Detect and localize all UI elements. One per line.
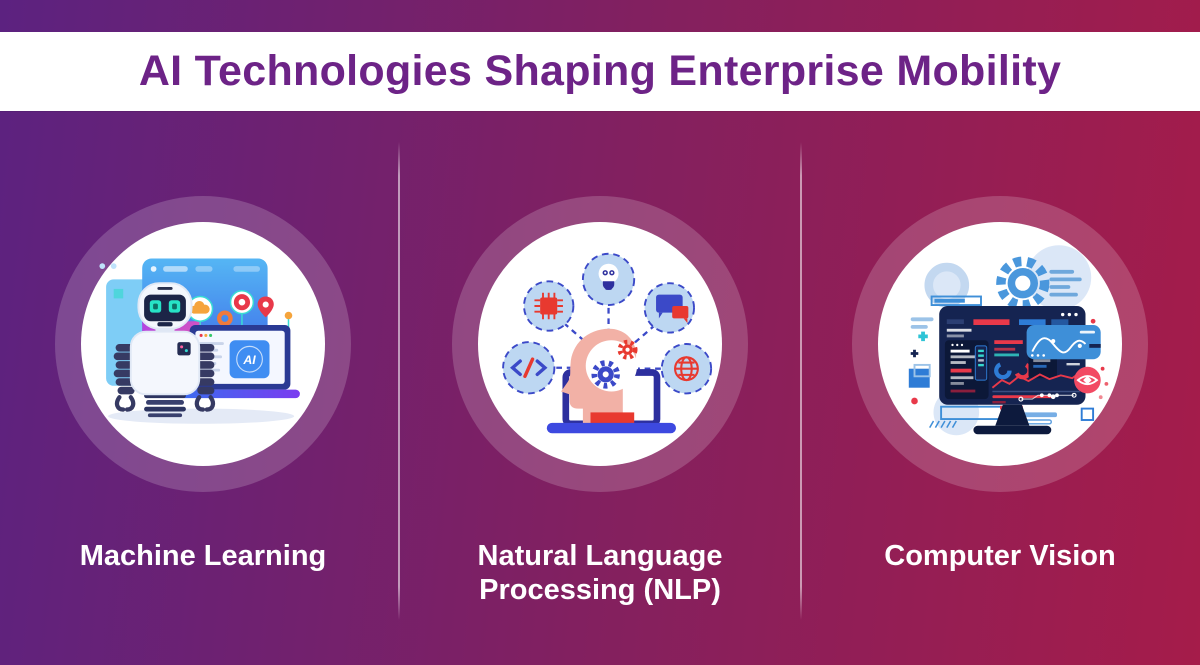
robot-head [137, 282, 193, 330]
section-nlp-circle [452, 196, 748, 492]
head-silhouette [561, 328, 638, 425]
nlp-head-gears-icon [502, 252, 713, 434]
monitor-stand [973, 404, 1052, 435]
machine-learning-disc: AI [81, 222, 325, 466]
section-label-nlp: Natural Language Processing (NLP) [477, 540, 723, 606]
section-divider [398, 142, 400, 620]
vision-eye-icon [1074, 366, 1101, 394]
nlp-disc [478, 222, 722, 466]
laptop: AI [180, 325, 300, 399]
computer-vision-dashboard-icon [908, 245, 1109, 436]
section-computer-vision-circle [852, 196, 1148, 492]
code-bubble [502, 341, 556, 395]
curve-card [1026, 325, 1101, 360]
search-bar [930, 295, 982, 306]
chat-bubble [643, 282, 695, 334]
globe-bubble [660, 343, 713, 395]
ground-shadow [108, 408, 295, 424]
gear-icon [996, 256, 1050, 310]
ring-shape [924, 262, 970, 308]
location-pin-icon [257, 296, 274, 318]
circuit-trace [1018, 392, 1077, 402]
laptop-base [546, 422, 676, 434]
page-title: AI Technologies Shaping Enterprise Mobil… [138, 47, 1062, 95]
ai-chip-text: AI [242, 353, 256, 367]
donut-icon [229, 290, 255, 315]
machine-learning-robot-icon: AI [99, 258, 300, 424]
text-lines [1049, 269, 1082, 297]
cloud-icon [187, 295, 214, 322]
blue-gear [591, 360, 620, 389]
section-machine-learning-circle: AI [55, 196, 351, 492]
section-label-machine-learning: Machine Learning [79, 540, 327, 572]
lightbulb-bubble [581, 252, 636, 306]
gauge-icon [217, 310, 233, 327]
robot [113, 282, 216, 418]
title-banner: AI Technologies Shaping Enterprise Mobil… [0, 32, 1200, 111]
sidebar-panel [944, 340, 989, 400]
chip-bubble [523, 280, 575, 332]
section-divider [800, 142, 802, 620]
node-dot [284, 311, 293, 320]
section-label-computer-vision: Computer Vision [884, 540, 1116, 572]
text-lines [910, 317, 934, 329]
red-gear [617, 339, 638, 360]
chest-chip [177, 342, 191, 356]
computer-vision-disc [878, 222, 1122, 466]
ai-chip-badge: AI [229, 340, 270, 379]
